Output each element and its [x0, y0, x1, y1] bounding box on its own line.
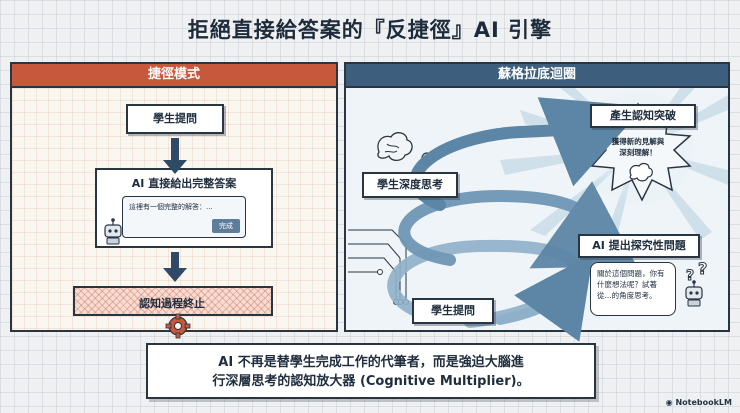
- deep-thinking-label: 學生深度思考: [377, 178, 443, 191]
- student-question-label: 學生提問: [153, 112, 197, 125]
- summary-line-1: AI 不再是替學生完成工作的代筆者，而是強迫大腦進: [218, 355, 524, 370]
- arrow-head-2: [163, 268, 187, 282]
- done-button[interactable]: 完成: [212, 219, 240, 233]
- student-question-label-right: 學生提問: [431, 304, 475, 317]
- insight-text: 獲得新的見解與深刻理解！: [611, 137, 665, 157]
- summary-box: AI 不再是替學生完成工作的代筆者，而是強迫大腦進 行深層思考的認知放大器 (C…: [146, 343, 596, 399]
- breakthrough-box: 產生認知突破: [590, 104, 696, 128]
- brand-label: ◉ NotebookLM: [666, 398, 732, 407]
- gear-icon: [165, 313, 191, 339]
- brain-icon: [377, 132, 413, 162]
- page-title: 拒絕直接給答案的『反捷徑』AI 引擎: [187, 18, 553, 42]
- brand-icon: ◉: [665, 398, 673, 407]
- answer-bubble-text: 這裡有一個完整的解答：...: [129, 203, 213, 211]
- robot-icon: [104, 218, 122, 245]
- robot-icon-right: [685, 280, 703, 307]
- flow-arrows: [163, 138, 187, 282]
- brand-text: NotebookLM: [675, 398, 732, 407]
- ai-direct-answer-box: AI 直接給出完整答案 這裡有一個完整的解答：... 完成: [95, 168, 273, 248]
- ai-question-box: AI 提出探究性問題: [578, 234, 700, 258]
- student-question-box-right: 學生提問: [412, 298, 494, 324]
- arrow-shaft-1: [171, 138, 179, 164]
- cognition-ended-box: 認知過程終止: [73, 286, 273, 316]
- question-bubble: 關於這個問題，你有什麼想法呢？試著從...的角度思考。: [590, 262, 676, 316]
- svg-text:?: ?: [686, 268, 694, 284]
- answer-bubble: 這裡有一個完整的解答：... 完成: [122, 196, 246, 238]
- spiral-arrows: [387, 97, 645, 342]
- arrow-shaft-2: [171, 252, 179, 272]
- cognition-ended-label: 認知過程終止: [139, 297, 205, 310]
- summary-line-2: 行深層思考的認知放大器 (Cognitive Multiplier)。: [212, 374, 530, 389]
- breakthrough-label: 產生認知突破: [610, 109, 676, 122]
- ai-direct-answer-title: AI 直接給出完整答案: [131, 177, 237, 190]
- socratic-loop-header: 蘇格拉底迴圈: [346, 64, 728, 88]
- arrow-head-1: [163, 160, 187, 174]
- shortcut-mode-header: 捷徑模式: [12, 64, 336, 88]
- ai-question-label: AI 提出探究性問題: [592, 239, 686, 252]
- student-question-box: 學生提問: [126, 104, 224, 134]
- question-mark-icon: ? ?: [686, 259, 708, 285]
- svg-text:?: ?: [698, 259, 707, 278]
- deep-thinking-box: 學生深度思考: [362, 172, 458, 198]
